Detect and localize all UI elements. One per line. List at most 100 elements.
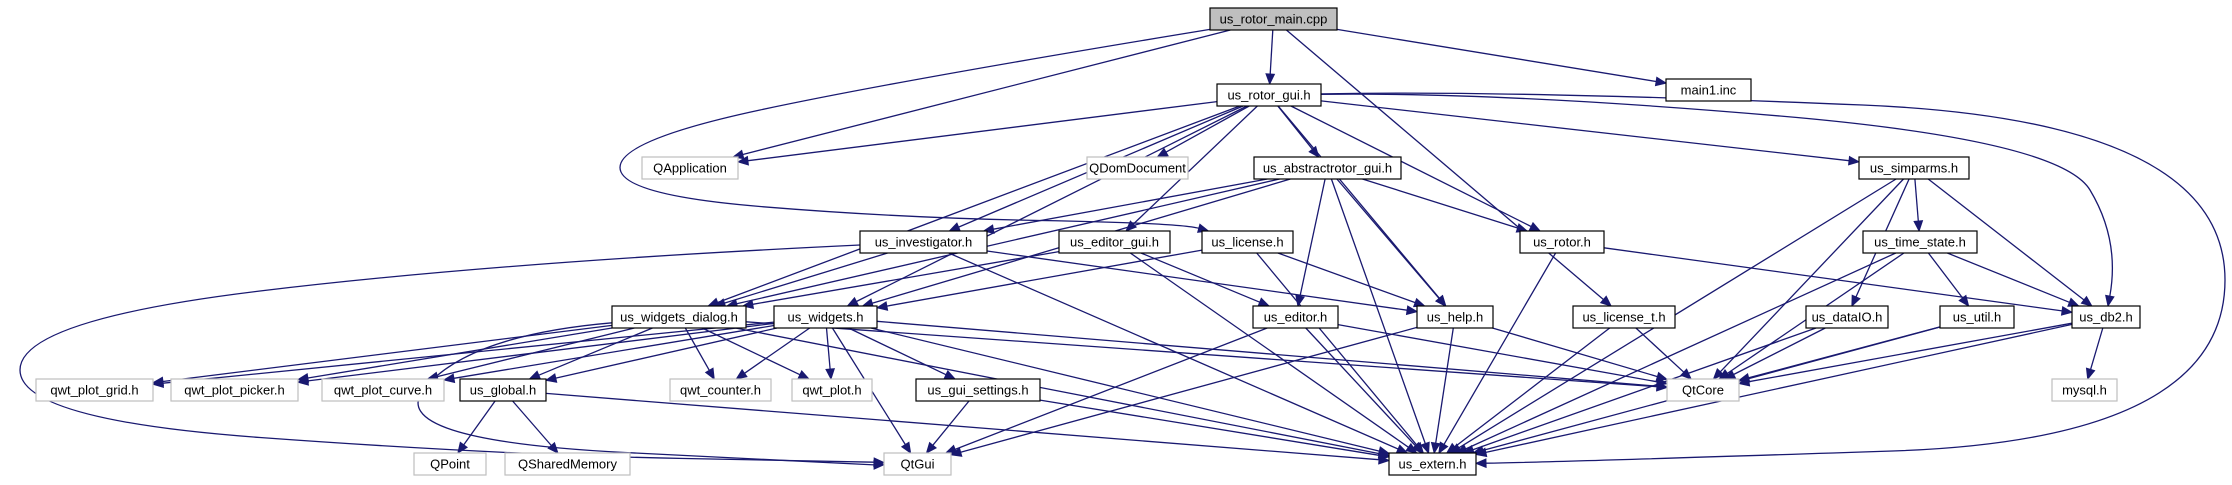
edge-line: [954, 327, 1268, 451]
edge-us-widgets-dialog-h-to-qwt-plot-h: [701, 327, 811, 380]
edge-arrowhead: [925, 441, 937, 455]
edge-us-editor-h-to-us-extern-h: [1305, 327, 1424, 454]
edge-arrowhead: [1654, 76, 1668, 87]
node-label: us_help.h: [1427, 310, 1483, 325]
edge-us-widgets-dialog-h-to-qwt-counter-h: [684, 327, 715, 381]
node-qapplication: QApplication: [641, 156, 739, 180]
edge-line: [1330, 178, 1426, 444]
edge-line: [538, 327, 653, 376]
node-us-rotor-gui-h[interactable]: us_rotor_gui.h: [1216, 83, 1322, 107]
edge-line: [1914, 178, 1919, 222]
node-box: [1209, 7, 1338, 31]
node-us-license-h[interactable]: us_license.h: [1201, 230, 1294, 254]
edge-us-simparms-h-to-us-time-state-h: [1913, 178, 1924, 233]
node-box: [791, 378, 873, 402]
edge-us-widgets-h-to-qwt-plot-picker-h: [296, 322, 775, 386]
node-us-dataio-h[interactable]: us_dataIO.h: [1805, 305, 1889, 329]
edge-line: [1603, 247, 2063, 312]
node-label: us_gui_settings.h: [927, 383, 1028, 398]
node-us-util-h[interactable]: us_util.h: [1939, 305, 2015, 329]
node-label: us_rotor_main.cpp: [1220, 12, 1328, 27]
edge-us-simparms-h-to-qtcore: [1712, 178, 1904, 380]
node-us-rotor-h[interactable]: us_rotor.h: [1519, 230, 1605, 254]
node-us-rotor-main-cpp[interactable]: us_rotor_main.cpp: [1209, 7, 1338, 31]
node-box: [1939, 305, 2015, 329]
node-us-extern-h[interactable]: us_extern.h: [1388, 452, 1477, 476]
node-label: us_dataIO.h: [1812, 310, 1883, 325]
node-us-abstractrotor-gui-h[interactable]: us_abstractrotor_gui.h: [1253, 156, 1402, 180]
node-box: [1216, 83, 1322, 107]
edge-arrowhead: [735, 368, 748, 380]
edge-us-help-h-to-qtcore: [1492, 327, 1669, 382]
edge-line: [993, 178, 1268, 230]
node-label: us_rotor.h: [1533, 235, 1591, 250]
node-box: [1519, 230, 1605, 254]
node-label: us_simparms.h: [1870, 161, 1958, 176]
node-main1-inc[interactable]: main1.inc: [1665, 78, 1752, 102]
node-box: [1086, 156, 1189, 180]
edge-line: [1039, 399, 1380, 456]
edge-us-help-h-to-us-extern-h: [1430, 327, 1454, 455]
node-qtcore: QtCore: [1666, 378, 1740, 402]
edge-us-abstractrotor-gui-h-to-us-help-h: [1336, 178, 1447, 307]
edge-line: [1336, 28, 1657, 83]
node-us-investigator-h[interactable]: us_investigator.h: [859, 230, 988, 254]
edge-arrowhead: [943, 370, 957, 380]
edge-line: [724, 252, 888, 304]
node-qpoint: QPoint: [413, 452, 487, 476]
edge-us-rotor-main-cpp-to-us-license-h: [619, 28, 1211, 233]
node-box: [35, 378, 154, 402]
edge-line: [1362, 178, 1518, 229]
node-box: [2071, 305, 2141, 329]
node-us-help-h[interactable]: us_help.h: [1416, 305, 1494, 329]
edge-us-rotor-gui-h-to-qdomdocument: [1156, 105, 1250, 158]
node-label: us_widgets_dialog.h: [620, 310, 738, 325]
node-label: us_time_state.h: [1874, 235, 1966, 250]
edge-us-widgets-h-to-qwt-plot-h: [825, 327, 836, 381]
edge-arrowhead: [1377, 450, 1391, 461]
edge-line: [886, 249, 1203, 307]
edge-line: [162, 321, 775, 384]
node-us-editor-h[interactable]: us_editor.h: [1252, 305, 1339, 329]
edge-us-gui-settings-h-to-qtgui: [925, 400, 970, 455]
node-label: us_extern.h: [1399, 457, 1467, 472]
edge-line: [876, 320, 1658, 387]
node-qwt-counter-h: qwt_counter.h: [669, 378, 772, 402]
node-us-widgets-h[interactable]: us_widgets.h: [773, 305, 878, 329]
edge-line: [1927, 178, 2085, 301]
edge-us-global-h-to-qpoint: [457, 400, 496, 455]
node-box: [641, 156, 739, 180]
node-us-gui-settings-h[interactable]: us_gui_settings.h: [915, 378, 1041, 402]
edge-arrowhead: [797, 370, 811, 380]
edge-us-widgets-dialog-h-to-qwt-plot-picker-h: [296, 327, 613, 383]
node-us-db2-h[interactable]: us_db2.h: [2071, 305, 2141, 329]
node-us-editor-gui-h[interactable]: us_editor_gui.h: [1058, 230, 1171, 254]
node-label: QApplication: [653, 161, 727, 176]
node-us-license-t-h[interactable]: us_license_t.h: [1572, 305, 1676, 329]
node-us-global-h[interactable]: us_global.h: [459, 378, 547, 402]
edge-line: [1458, 178, 1897, 449]
edge-arrowhead: [1712, 368, 1725, 380]
edge-us-help-h-to-qtgui: [949, 326, 1418, 457]
edge-us-rotor-gui-h-to-us-extern-h: [1320, 92, 2226, 469]
node-qwt-plot-h: qwt_plot.h: [791, 378, 873, 402]
node-us-time-state-h[interactable]: us_time_state.h: [1862, 230, 1978, 254]
edge-line: [1635, 327, 1685, 373]
edge-line: [1285, 29, 1604, 300]
node-box: [413, 452, 487, 476]
node-box: [1253, 156, 1402, 180]
node-us-simparms-h[interactable]: us_simparms.h: [1858, 156, 1970, 180]
node-qwt-plot-picker-h: qwt_plot_picker.h: [170, 378, 299, 402]
edge-line: [684, 327, 710, 371]
node-us-widgets-dialog-h[interactable]: us_widgets_dialog.h: [611, 305, 747, 329]
edge-line: [747, 100, 1218, 162]
node-box: [1862, 230, 1978, 254]
node-qwt-plot-curve-h: qwt_plot_curve.h: [321, 378, 445, 402]
edge-us-rotor-main-cpp-to-qapplication: [731, 29, 1231, 160]
edge-us-editor-h-to-qtcore: [1337, 323, 1669, 387]
edge-us-rotor-h-to-us-extern-h: [1438, 252, 1557, 455]
edge-us-abstractrotor-gui-h-to-us-editor-h: [1295, 178, 1326, 308]
edge-arrowhead: [1655, 371, 1669, 382]
edge-arrowhead: [1265, 73, 1276, 86]
edge-line: [717, 105, 1241, 304]
